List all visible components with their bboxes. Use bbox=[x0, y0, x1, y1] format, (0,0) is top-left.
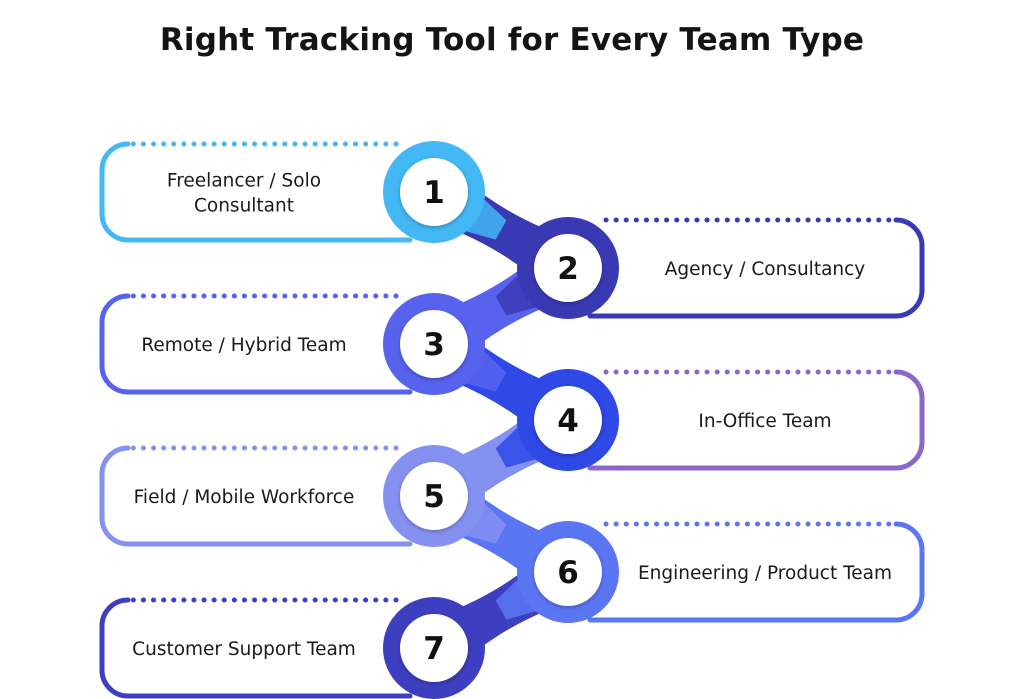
step-5-number: 5 bbox=[423, 479, 445, 515]
step-7-number: 7 bbox=[423, 631, 445, 667]
step-1-node: 1 bbox=[383, 141, 485, 243]
step-2-label: Agency / Consultancy bbox=[665, 259, 866, 280]
step-6-badge bbox=[534, 538, 602, 606]
step-4-label: In-Office Team bbox=[698, 411, 831, 432]
step-4-number: 4 bbox=[557, 403, 579, 439]
step-1-number: 1 bbox=[423, 175, 445, 211]
step-3-node: 3 bbox=[383, 293, 485, 395]
step-6-node: 6 bbox=[517, 521, 619, 623]
step-6-number: 6 bbox=[557, 555, 579, 591]
bracket-6 bbox=[587, 521, 925, 623]
step-5-badge bbox=[400, 462, 468, 530]
bracket-7 bbox=[99, 597, 413, 699]
step-6-label: Engineering / Product Team bbox=[638, 563, 892, 584]
bracket-1 bbox=[99, 141, 413, 243]
step-4-badge bbox=[534, 386, 602, 454]
step-1-label-line-2: Consultant bbox=[194, 196, 294, 217]
step-5-label: Field / Mobile Workforce bbox=[134, 487, 355, 508]
bracket-2 bbox=[587, 217, 925, 319]
step-7-label: Customer Support Team bbox=[132, 639, 356, 660]
bracket-4 bbox=[587, 369, 925, 471]
step-2-node: 2 bbox=[517, 217, 619, 319]
bracket-3 bbox=[99, 293, 413, 395]
step-1-badge bbox=[400, 158, 468, 226]
bracket-5 bbox=[99, 445, 413, 547]
step-3-label: Remote / Hybrid Team bbox=[141, 335, 346, 356]
step-4-node: 4 bbox=[517, 369, 619, 471]
step-3-badge bbox=[400, 310, 468, 378]
step-1-label-line-1: Freelancer / Solo bbox=[167, 171, 321, 192]
step-7-badge bbox=[400, 614, 468, 682]
diagram-title: Right Tracking Tool for Every Team Type bbox=[159, 22, 865, 58]
step-3-number: 3 bbox=[423, 327, 445, 363]
step-2-badge bbox=[534, 234, 602, 302]
step-7-node: 7 bbox=[383, 597, 485, 699]
step-5-node: 5 bbox=[383, 445, 485, 547]
step-2-number: 2 bbox=[557, 251, 579, 287]
